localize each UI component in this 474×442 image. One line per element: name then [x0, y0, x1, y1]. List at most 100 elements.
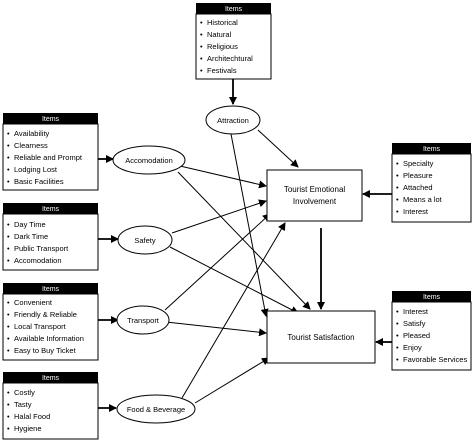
svg-text:•: • [396, 183, 399, 192]
svg-text:•: • [200, 30, 203, 39]
node-attraction: Attraction [205, 105, 261, 135]
item-architechtural: Architechtural [207, 54, 253, 63]
node-safety-label: Safety [134, 236, 156, 245]
items-header: Items [42, 206, 60, 213]
svg-text:•: • [7, 153, 10, 162]
items-header: Items [225, 6, 243, 13]
item-clearness: Clearness [14, 141, 48, 150]
node-food-beverage: Food & Beverage [116, 394, 196, 424]
node-food-label: Food & Beverage [127, 405, 185, 414]
arrow-food-to-involvement [181, 222, 286, 399]
node-safety: Safety [117, 225, 173, 255]
item-festivals: Festivals [207, 66, 237, 75]
satisfaction-label: Tourist Satisfaction [287, 333, 354, 342]
item-basic-facilities: Basic Facilities [14, 177, 64, 186]
svg-text:•: • [200, 42, 203, 51]
svg-text:•: • [7, 322, 10, 331]
item-available-information: Available Information [14, 334, 84, 343]
items-header: Items [423, 146, 441, 153]
arrow-food-to-satisfaction [194, 357, 270, 404]
involvement-label-line1: Tourist Emotional [284, 185, 346, 194]
item-costly: Costly [14, 388, 35, 397]
item-religious: Religious [207, 42, 238, 51]
svg-text:•: • [396, 319, 399, 328]
node-accomodation-label: Accomodation [125, 156, 173, 165]
item-pleased: Pleased [403, 331, 430, 340]
svg-text:•: • [7, 334, 10, 343]
node-attraction-label: Attraction [217, 116, 249, 125]
arrow-safety-to-involvement [171, 199, 267, 234]
connectors [98, 79, 392, 412]
svg-text:•: • [200, 18, 203, 27]
arrow-transport-to-satisfaction [165, 321, 267, 337]
svg-text:•: • [7, 346, 10, 355]
item-local-transport: Local Transport [14, 322, 67, 331]
svg-text:•: • [396, 343, 399, 352]
item-interest: Interest [403, 207, 429, 216]
svg-text:•: • [7, 177, 10, 186]
item-public-transport: Public Transport [14, 244, 69, 253]
item-attached: Attached [403, 183, 433, 192]
item-halal-food: Halal Food [14, 412, 50, 421]
svg-text:•: • [7, 256, 10, 265]
items-box-satisfaction: Items •Interest •Satisfy •Pleased •Enjoy… [391, 291, 472, 371]
items-header: Items [42, 116, 60, 123]
svg-text:•: • [396, 331, 399, 340]
items-box-attraction: Items • Historical • Natural • Religious • A… [195, 3, 272, 80]
svg-text:•: • [7, 165, 10, 174]
item-historical: Historical [207, 18, 238, 27]
arrow-safety-to-satisfaction [169, 246, 299, 314]
svg-text:•: • [396, 307, 399, 316]
svg-text:•: • [396, 171, 399, 180]
item-pleasure: Pleasure [403, 171, 433, 180]
svg-text:•: • [396, 207, 399, 216]
svg-text:•: • [200, 54, 203, 63]
items-box-transport: Items • Convenient • Friendly & Reliable •… [2, 283, 99, 361]
box-tourist-satisfaction: Tourist Satisfaction [266, 310, 376, 364]
item-availability: Availability [14, 129, 50, 138]
arrow-attraction-to-satisfaction [230, 133, 269, 317]
arrow-transport-to-involvement [164, 213, 271, 311]
items-box-involvement: Items •Specialty •Pleasure •Attached •Me… [391, 143, 472, 223]
item-accomodation: Accomodation [14, 256, 62, 265]
svg-text:•: • [7, 244, 10, 253]
node-accomodation: Accomodation [112, 145, 186, 175]
svg-text:•: • [7, 400, 10, 409]
arrow-accomodation-to-satisfaction [177, 171, 311, 310]
item-convenient: Convenient [14, 298, 53, 307]
svg-text:•: • [7, 129, 10, 138]
svg-text:•: • [7, 388, 10, 397]
items-box-safety: Items • Day Time • Dark Time • Public Trans… [2, 203, 99, 271]
item-lodging-lost: Lodging Lost [14, 165, 58, 174]
item-natural: Natural [207, 30, 232, 39]
item-reliable-prompt: Reliable and Prompt [14, 153, 83, 162]
item-dark-time: Dark Time [14, 232, 48, 241]
svg-text:•: • [7, 220, 10, 229]
svg-text:•: • [396, 195, 399, 204]
item-favorable-services: Favorable Services [403, 355, 467, 364]
item-enjoy: Enjoy [403, 343, 422, 352]
arrow-accomodation-to-involvement [179, 165, 267, 189]
item-friendly-reliable: Friendly & Reliable [14, 310, 77, 319]
item-specialty: Specialty [403, 159, 434, 168]
items-header: Items [42, 375, 60, 382]
item-hygiene: Hygiene [14, 424, 42, 433]
item-tasty: Tasty [14, 400, 32, 409]
arrow-attraction-to-involvement [257, 129, 299, 168]
box-tourist-emotional-involvement: Tourist Emotional Involvement [266, 169, 363, 222]
node-transport: Transport [116, 305, 170, 335]
svg-text:•: • [7, 424, 10, 433]
svg-text:•: • [7, 310, 10, 319]
item-day-time: Day Time [14, 220, 46, 229]
svg-text:•: • [7, 412, 10, 421]
items-box-accomodation: Items • Availability • Clearness • Reliable… [2, 113, 99, 191]
item-easy-to-buy-ticket: Easy to Buy Ticket [14, 346, 77, 355]
items-header: Items [42, 286, 60, 293]
svg-text:•: • [396, 355, 399, 364]
node-transport-label: Transport [127, 316, 160, 325]
svg-text:•: • [7, 298, 10, 307]
svg-text:•: • [200, 66, 203, 75]
involvement-label-line2: Involvement [293, 197, 337, 206]
svg-text:•: • [396, 159, 399, 168]
